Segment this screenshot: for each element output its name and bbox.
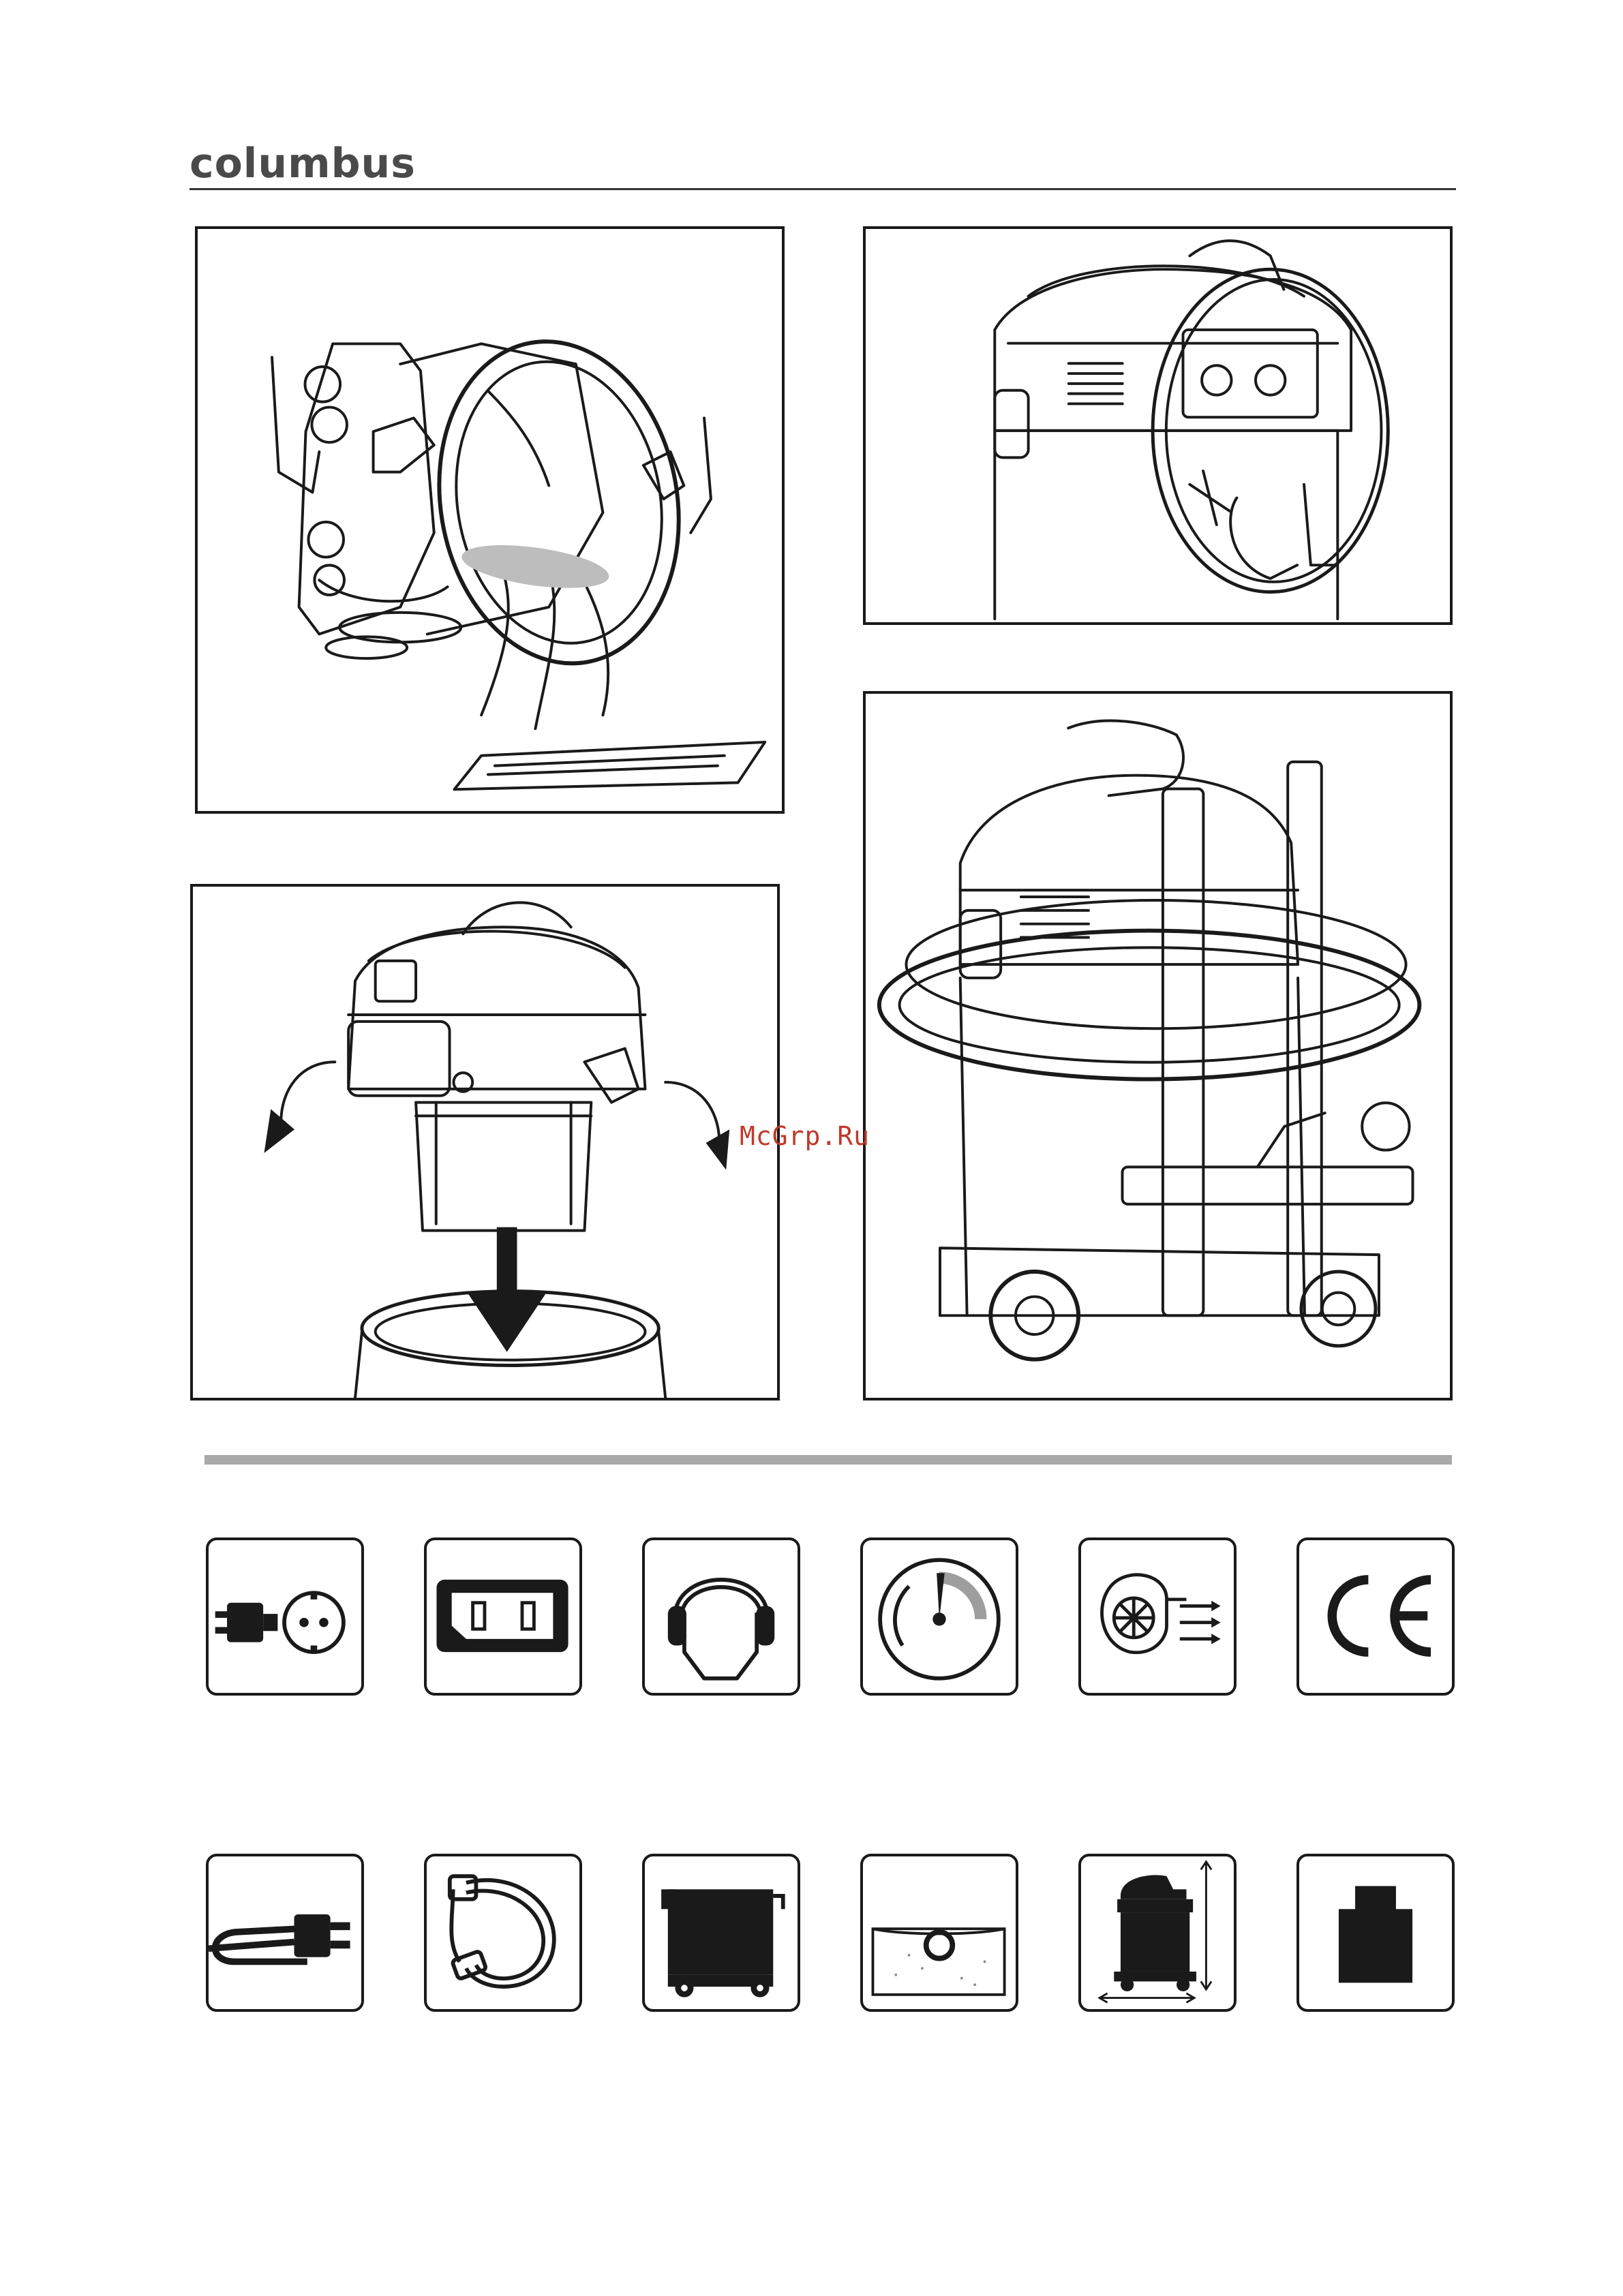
accessory-trolley-illustration bbox=[866, 694, 1450, 1398]
brand-logo: columbus bbox=[189, 140, 416, 187]
remove-head-figure bbox=[190, 884, 780, 1400]
section-divider bbox=[204, 1455, 1452, 1465]
watermark-text: McGrp.Ru bbox=[740, 1121, 870, 1151]
cable-hook-illustration bbox=[866, 229, 1450, 622]
empty-tank-figure bbox=[195, 226, 785, 814]
power-cable-icon bbox=[206, 1854, 364, 2012]
plug-socket-icon bbox=[206, 1537, 364, 1696]
airflow-fan-icon bbox=[1078, 1537, 1237, 1696]
cable-storage-figure bbox=[863, 226, 1453, 625]
accessory-storage-figure bbox=[863, 691, 1453, 1400]
suction-hose-icon bbox=[424, 1854, 582, 2012]
head-removal-illustration bbox=[193, 887, 777, 1398]
gauge-icon bbox=[860, 1537, 1018, 1696]
tank-trolley-icon bbox=[642, 1854, 800, 2012]
filter-bag-icon bbox=[860, 1854, 1018, 2012]
ear-protection-icon bbox=[642, 1537, 800, 1696]
weight-icon bbox=[1296, 1854, 1455, 2012]
appliance-inlet-icon bbox=[424, 1537, 582, 1696]
tank-emptying-illustration bbox=[198, 229, 782, 811]
header-rule bbox=[189, 188, 1456, 190]
ce-mark-icon bbox=[1296, 1537, 1455, 1696]
dimensions-icon bbox=[1078, 1854, 1237, 2012]
